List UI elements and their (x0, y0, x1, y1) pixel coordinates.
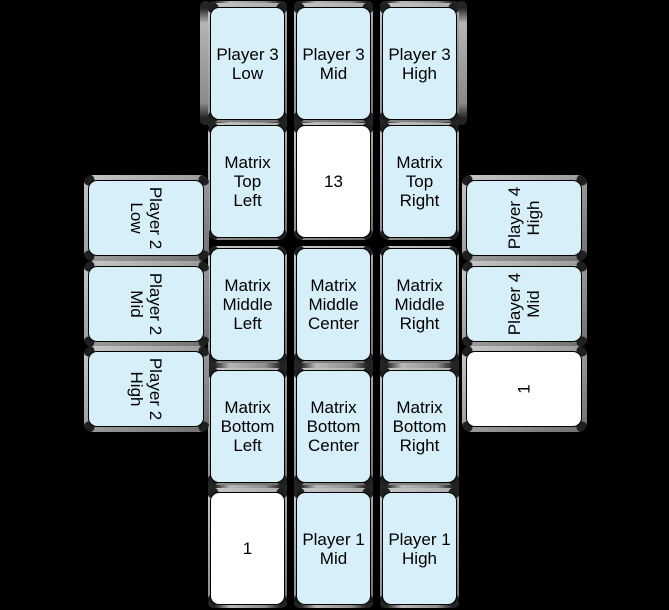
card-player3-high[interactable]: Player 3 High (382, 7, 457, 120)
card-matrix-top-right[interactable]: Matrix Top Right (382, 125, 457, 238)
card-label: Matrix Top Left (224, 153, 271, 210)
card-matrix-middle-left[interactable]: Matrix Middle Left (210, 248, 285, 361)
card-matrix-bottom-right[interactable]: Matrix Bottom Right (382, 370, 457, 483)
card-player2-high[interactable]: Player 2 High (88, 351, 204, 427)
card-matrix-middle-center[interactable]: Matrix Middle Center (296, 248, 371, 361)
card-value: 1 (242, 539, 253, 558)
card-player2-mid[interactable]: Player 2 Mid (88, 266, 204, 342)
card-label: Matrix Middle Center (307, 276, 360, 333)
card-player1-played: 1 (210, 492, 285, 605)
card-label: Player 3 High (388, 44, 451, 83)
card-matrix-middle-right[interactable]: Matrix Middle Right (382, 248, 457, 361)
card-label: Matrix Top Right (396, 153, 443, 210)
card-player2-low[interactable]: Player 2 Low (88, 180, 204, 256)
card-label: Player 1 Mid (302, 529, 365, 568)
card-matrix-top-left[interactable]: Matrix Top Left (210, 125, 285, 238)
card-player4-mid[interactable]: Player 4 Mid (466, 266, 582, 342)
card-player4-played: 1 (466, 351, 582, 427)
card-player3-mid[interactable]: Player 3 Mid (296, 7, 371, 120)
card-label: Player 3 Low (216, 44, 279, 83)
card-matrix-bottom-left[interactable]: Matrix Bottom Left (210, 370, 285, 483)
slot-bar (200, 1, 211, 125)
card-label: Matrix Bottom Left (220, 398, 275, 455)
card-player4-high[interactable]: Player 4 High (466, 180, 582, 256)
card-value: 13 (324, 172, 343, 191)
card-label: Matrix Middle Right (394, 276, 445, 333)
card-player1-mid[interactable]: Player 1 Mid (296, 492, 371, 605)
card-label: Player 1 High (388, 529, 451, 568)
card-label: Player 2 High (127, 357, 165, 421)
card-player3-low[interactable]: Player 3 Low (210, 7, 285, 120)
card-player1-high[interactable]: Player 1 High (382, 492, 457, 605)
card-label: Player 3 Mid (302, 44, 365, 83)
card-label: Matrix Bottom Center (306, 398, 361, 455)
card-matrix-bottom-center[interactable]: Matrix Bottom Center (296, 370, 371, 483)
card-value: 1 (514, 384, 534, 394)
card-label: Matrix Middle Left (222, 276, 273, 333)
card-matrix-top-center-played: 13 (296, 125, 371, 238)
slot-bar (456, 1, 467, 125)
card-label: Matrix Bottom Right (392, 398, 447, 455)
